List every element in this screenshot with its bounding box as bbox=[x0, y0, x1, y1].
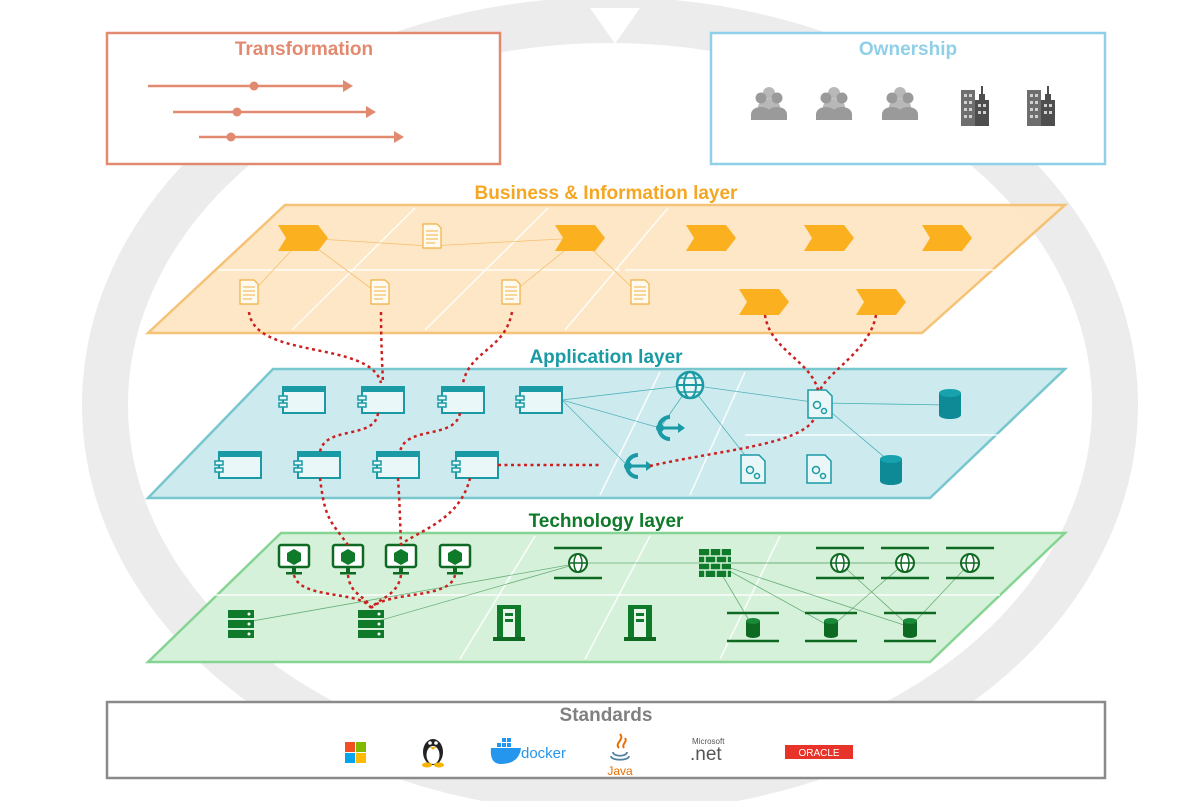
globe-icon bbox=[675, 370, 705, 400]
server-tower-icon bbox=[493, 605, 525, 641]
application-component-icon bbox=[293, 451, 341, 479]
application-service-icon bbox=[740, 454, 766, 484]
transformation-title: Transformation bbox=[235, 39, 373, 60]
standards-title: Standards bbox=[560, 705, 653, 726]
application-component-icon bbox=[372, 451, 420, 479]
database-icon bbox=[880, 455, 902, 485]
application-service-icon bbox=[807, 389, 833, 419]
server-rack-icon bbox=[358, 610, 384, 638]
linux-tux-logo bbox=[422, 739, 444, 768]
firewall-icon bbox=[699, 549, 731, 577]
dotnet-logo-small-text: Microsoft bbox=[692, 737, 725, 746]
application-component-icon bbox=[357, 386, 405, 414]
application-layer: Application layer bbox=[145, 347, 1069, 500]
java-logo-text: Java bbox=[607, 764, 633, 778]
docker-logo: docker bbox=[490, 738, 566, 764]
ownership-title: Ownership bbox=[859, 39, 957, 60]
document-icon bbox=[501, 279, 521, 305]
java-logo: Java bbox=[607, 733, 633, 778]
oracle-logo-text: ORACLE bbox=[798, 748, 839, 759]
document-icon bbox=[630, 279, 650, 305]
dotnet-logo-text: .net bbox=[690, 744, 722, 765]
transformation-arrows-icon bbox=[148, 80, 404, 143]
application-component-icon bbox=[515, 386, 563, 414]
application-layer-title: Application layer bbox=[529, 347, 683, 368]
docker-logo-text: docker bbox=[521, 745, 566, 762]
application-service-icon bbox=[806, 454, 832, 484]
oracle-logo: ORACLE bbox=[785, 745, 853, 759]
application-component-icon bbox=[214, 451, 262, 479]
windows-logo bbox=[345, 742, 366, 763]
database-icon bbox=[939, 389, 961, 419]
technology-layer: Technology layer bbox=[144, 511, 1069, 664]
standards-panel: Standards docker Java bbox=[105, 700, 1107, 780]
server-rack-icon bbox=[228, 610, 254, 638]
document-icon bbox=[239, 279, 259, 305]
cross-layer-connections bbox=[247, 311, 878, 609]
cycle-ring bbox=[82, 0, 1138, 806]
application-component-icon bbox=[278, 386, 326, 414]
application-component-icon bbox=[437, 386, 485, 414]
document-icon bbox=[370, 279, 390, 305]
transformation-panel: Transformation bbox=[105, 31, 502, 166]
dotnet-logo: Microsoft .net bbox=[690, 737, 725, 765]
document-icon bbox=[422, 223, 442, 249]
ownership-panel: Ownership bbox=[709, 31, 1107, 166]
application-component-icon bbox=[451, 451, 499, 479]
business-layer-title: Business & Information layer bbox=[475, 183, 739, 204]
business-information-layer: Business & Information layer bbox=[144, 183, 1069, 335]
server-tower-icon bbox=[624, 605, 656, 641]
technology-layer-title: Technology layer bbox=[529, 511, 684, 532]
